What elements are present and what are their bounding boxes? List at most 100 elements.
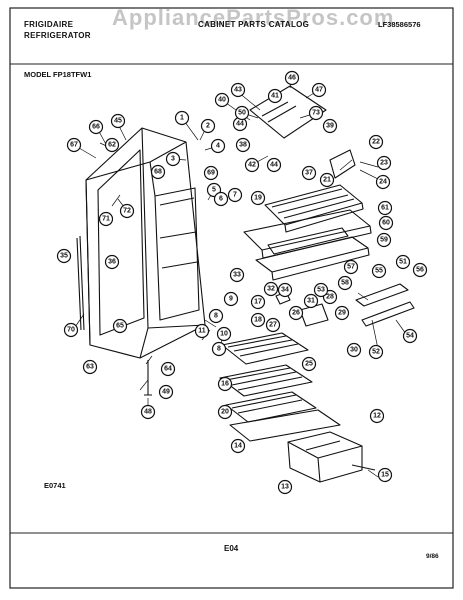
callout-18: 18 bbox=[254, 317, 262, 324]
callout-71: 71 bbox=[102, 216, 110, 223]
fresh-food-shelf-1 bbox=[221, 332, 309, 365]
callout-72: 72 bbox=[123, 208, 131, 215]
evaporator-cover bbox=[267, 227, 349, 255]
callout-46: 46 bbox=[288, 75, 296, 82]
callout-44b: 44 bbox=[270, 162, 278, 169]
callout-28: 28 bbox=[326, 294, 334, 301]
callout-57: 57 bbox=[347, 264, 355, 271]
callout-38: 38 bbox=[239, 142, 247, 149]
callout-36: 36 bbox=[108, 259, 116, 266]
callout-68: 68 bbox=[154, 169, 162, 176]
callout-33: 33 bbox=[233, 272, 241, 279]
model-label: MODEL FP18TFW1 bbox=[24, 70, 92, 79]
callout-55: 55 bbox=[375, 268, 383, 275]
callout-45: 45 bbox=[114, 118, 122, 125]
callout-25: 25 bbox=[305, 361, 313, 368]
callout-4: 4 bbox=[216, 143, 220, 150]
callout-51: 51 bbox=[399, 259, 407, 266]
fresh-food-shelf-2 bbox=[219, 364, 313, 397]
date-code: 9/86 bbox=[426, 553, 439, 560]
callout-14: 14 bbox=[234, 443, 242, 450]
callout-52: 52 bbox=[372, 349, 380, 356]
callout-35: 35 bbox=[60, 253, 68, 260]
fresh-food-shelf-3 bbox=[225, 391, 317, 423]
drain-tube bbox=[351, 464, 376, 471]
callout-54: 54 bbox=[406, 333, 414, 340]
callout-31: 31 bbox=[307, 298, 315, 305]
diagram-code: E0741 bbox=[44, 481, 66, 490]
callout-42: 42 bbox=[248, 162, 256, 169]
callout-49: 49 bbox=[162, 389, 170, 396]
callout-13: 13 bbox=[281, 484, 289, 491]
callout-1: 1 bbox=[180, 115, 184, 122]
callout-70: 70 bbox=[67, 327, 75, 334]
callout-60: 60 bbox=[382, 220, 390, 227]
callout-48: 48 bbox=[144, 409, 152, 416]
callout-43: 43 bbox=[234, 87, 242, 94]
brand-label: FRIGIDAIRE bbox=[24, 20, 74, 29]
callout-24: 24 bbox=[379, 179, 387, 186]
callout-34: 34 bbox=[281, 287, 289, 294]
callout-30: 30 bbox=[350, 347, 358, 354]
callout-63: 63 bbox=[86, 364, 94, 371]
watermark: AppliancePartsPros.com bbox=[112, 5, 395, 30]
freezer-shelf-upper bbox=[264, 184, 364, 233]
callout-44: 44 bbox=[236, 121, 244, 128]
callout-2: 2 bbox=[206, 123, 210, 130]
callout-27: 27 bbox=[269, 322, 277, 329]
crisper-cover bbox=[255, 236, 370, 281]
callout-11: 11 bbox=[198, 328, 206, 335]
callout-39: 39 bbox=[326, 123, 334, 130]
callout-62: 62 bbox=[108, 142, 116, 149]
callout-67: 67 bbox=[70, 142, 78, 149]
callout-21: 21 bbox=[323, 177, 331, 184]
callout-69: 69 bbox=[207, 170, 215, 177]
product-label: REFRIGERATOR bbox=[24, 31, 91, 40]
callout-58: 58 bbox=[341, 280, 349, 287]
callout-66: 66 bbox=[92, 124, 100, 131]
catalog-title: CABINET PARTS CATALOG bbox=[198, 20, 310, 29]
callout-29: 29 bbox=[338, 310, 346, 317]
callout-59: 59 bbox=[380, 237, 388, 244]
callout-22: 22 bbox=[372, 139, 380, 146]
callout-20: 20 bbox=[221, 409, 229, 416]
callout-17: 17 bbox=[254, 299, 262, 306]
callout-23: 23 bbox=[380, 160, 388, 167]
callout-64: 64 bbox=[164, 366, 172, 373]
callout-53: 53 bbox=[317, 287, 325, 294]
callout-5: 5 bbox=[212, 187, 216, 194]
freezer-shelf-lower bbox=[243, 209, 372, 259]
crisper-cover-glass bbox=[229, 409, 341, 442]
callout-16: 16 bbox=[221, 381, 229, 388]
side-trim-strip bbox=[76, 235, 85, 331]
page-frame bbox=[9, 7, 454, 589]
crisper-rail bbox=[355, 283, 415, 327]
callout-32: 32 bbox=[267, 286, 275, 293]
callout-47: 47 bbox=[315, 87, 323, 94]
crisper-pan bbox=[287, 431, 363, 483]
callout-8b: 8 bbox=[217, 346, 221, 353]
callout-15: 15 bbox=[381, 472, 389, 479]
callout-37: 37 bbox=[305, 170, 313, 177]
callout-6: 6 bbox=[219, 196, 223, 203]
callout-40: 40 bbox=[218, 97, 226, 104]
callout-8: 8 bbox=[214, 313, 218, 320]
cabinet-shell bbox=[85, 127, 206, 359]
callout-markers: 1 2 3 4 5 6 7 8 9 8 10 11 12 13 14 15 16… bbox=[56, 70, 428, 495]
callout-50: 50 bbox=[238, 110, 246, 117]
callout-10: 10 bbox=[220, 331, 228, 338]
hinge-bracket bbox=[329, 149, 356, 179]
callout-41: 41 bbox=[271, 93, 279, 100]
callout-65: 65 bbox=[116, 323, 124, 330]
catalog-code: LF38586576 bbox=[378, 20, 421, 29]
callout-3: 3 bbox=[171, 156, 175, 163]
callout-56: 56 bbox=[416, 267, 424, 274]
callout-73: 73 bbox=[312, 110, 320, 117]
leveling-leg bbox=[144, 360, 152, 396]
callout-9: 9 bbox=[229, 296, 233, 303]
callout-7: 7 bbox=[233, 192, 237, 199]
page-code: E04 bbox=[224, 544, 239, 553]
callout-26: 26 bbox=[292, 310, 300, 317]
callout-12: 12 bbox=[373, 413, 381, 420]
